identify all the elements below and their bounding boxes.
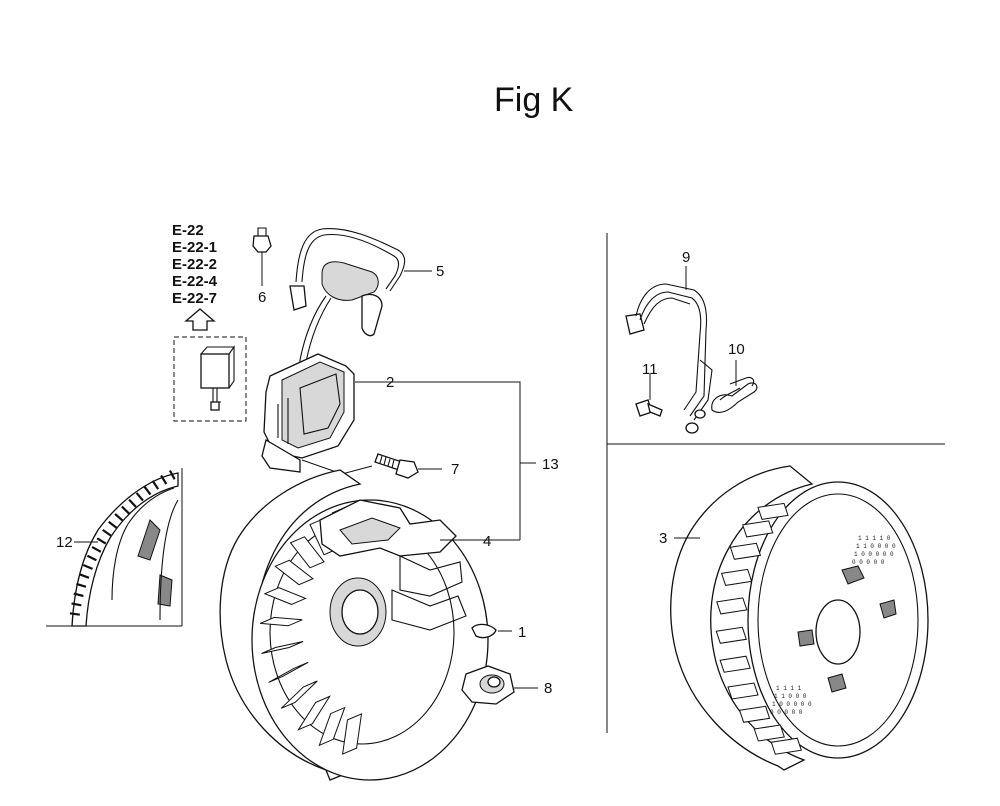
gear-tooth	[128, 498, 137, 508]
fin	[289, 536, 325, 569]
fin	[770, 737, 802, 755]
fin	[715, 626, 747, 644]
fin	[753, 724, 785, 742]
fin	[274, 559, 314, 586]
gear-tooth	[69, 612, 80, 616]
up-arrow-icon	[184, 308, 216, 331]
svg-text:1 1 1 1 0: 1 1 1 1 0	[858, 535, 891, 542]
part-10-wire-clamp	[711, 360, 758, 413]
part-12-ring-gear	[69, 469, 179, 627]
callout-3: 3	[659, 530, 667, 547]
reference-code: E-22	[172, 222, 204, 239]
part-1-woodruff-key	[471, 623, 512, 639]
gear-tooth	[96, 537, 107, 545]
assembly-bracket	[519, 460, 536, 490]
callout-10: 10	[728, 341, 745, 358]
fin	[720, 568, 753, 586]
callout-6: 6	[258, 289, 266, 306]
fin	[268, 661, 309, 683]
svg-text:0 0 0 0 0: 0 0 0 0 0	[852, 559, 885, 566]
callout-labels: 1 2 3 4 5 6 7 8 9 10 11 12 13	[56, 249, 745, 697]
callout-2: 2	[386, 374, 394, 391]
fin	[263, 587, 307, 605]
gear-tooth	[86, 554, 97, 562]
gear-tooth	[168, 469, 176, 480]
part-2-ignition-coil	[261, 353, 521, 475]
part-4-flywheel	[219, 469, 521, 781]
gear-tooth	[91, 545, 102, 553]
fin	[757, 502, 789, 520]
part-9-wire-harness	[625, 266, 713, 434]
callout-1: 1	[518, 624, 526, 641]
gear-tooth	[108, 520, 118, 529]
svg-text:1 1 0 0 0: 1 1 0 0 0	[774, 693, 807, 700]
reference-code: E-22-4	[172, 273, 218, 290]
svg-text:0 0 0 0 0: 0 0 0 0 0	[770, 709, 803, 716]
gear-tooth	[102, 528, 112, 537]
callout-5: 5	[436, 263, 444, 280]
reference-code: E-22-7	[172, 290, 217, 307]
fin	[341, 713, 363, 755]
reference-code: E-22-2	[172, 256, 217, 273]
callout-11: 11	[642, 361, 658, 378]
fin	[738, 705, 771, 723]
callout-7: 7	[451, 461, 459, 478]
ignition-module-reference-box	[173, 336, 247, 422]
gear-tooth	[121, 505, 130, 515]
svg-text:1 1 0 0 0 0: 1 1 0 0 0 0	[856, 543, 896, 550]
gear-tooth	[143, 486, 152, 496]
timing-marks: 1 1 1 1 0 1 1 0 0 0 0 1 0 0 0 0 0 0 0 0 …	[770, 535, 896, 716]
fin	[727, 682, 759, 700]
svg-text:1 0 0 0 0 0: 1 0 0 0 0 0	[854, 551, 894, 558]
gear-tooth	[76, 582, 87, 588]
figure-title: Fig K	[494, 81, 574, 119]
callout-9: 9	[682, 249, 690, 266]
fin	[297, 695, 331, 731]
fin	[261, 641, 304, 654]
callout-13: 13	[542, 456, 559, 473]
svg-text:1 0 0 0 0 0: 1 0 0 0 0 0	[772, 701, 812, 708]
part-6-clip	[252, 227, 272, 286]
part-3-flywheel: 1 1 1 1 0 1 1 0 0 0 0 1 0 0 0 0 0 0 0 0 …	[670, 465, 929, 771]
fin	[719, 655, 751, 673]
fin	[729, 542, 762, 560]
gear-teeth	[69, 469, 176, 616]
callout-4: 4	[483, 533, 491, 550]
callout-12: 12	[56, 534, 73, 551]
fin	[716, 597, 748, 615]
fin	[260, 616, 303, 627]
gear-tooth	[79, 573, 90, 579]
fin	[742, 520, 774, 538]
callout-8: 8	[544, 680, 552, 697]
flywheel-fins	[715, 502, 802, 755]
gear-tooth	[73, 592, 84, 598]
part-11-screw	[635, 374, 663, 417]
reference-code-list: E-22 E-22-1 E-22-2 E-22-4 E-22-7	[172, 222, 218, 307]
gear-tooth	[135, 492, 144, 502]
svg-text:1 1 1 1: 1 1 1 1	[776, 685, 802, 692]
part-7-bolt	[374, 453, 442, 479]
section-dividers	[46, 233, 945, 733]
fin	[280, 680, 318, 709]
fin	[318, 706, 346, 747]
gear-tooth	[114, 513, 124, 522]
gear-tooth	[82, 563, 93, 570]
reference-code: E-22-1	[172, 239, 217, 256]
part-8-nut	[461, 665, 538, 705]
gear-tooth	[160, 474, 168, 485]
gear-tooth	[151, 480, 160, 490]
gear-tooth	[71, 602, 82, 607]
